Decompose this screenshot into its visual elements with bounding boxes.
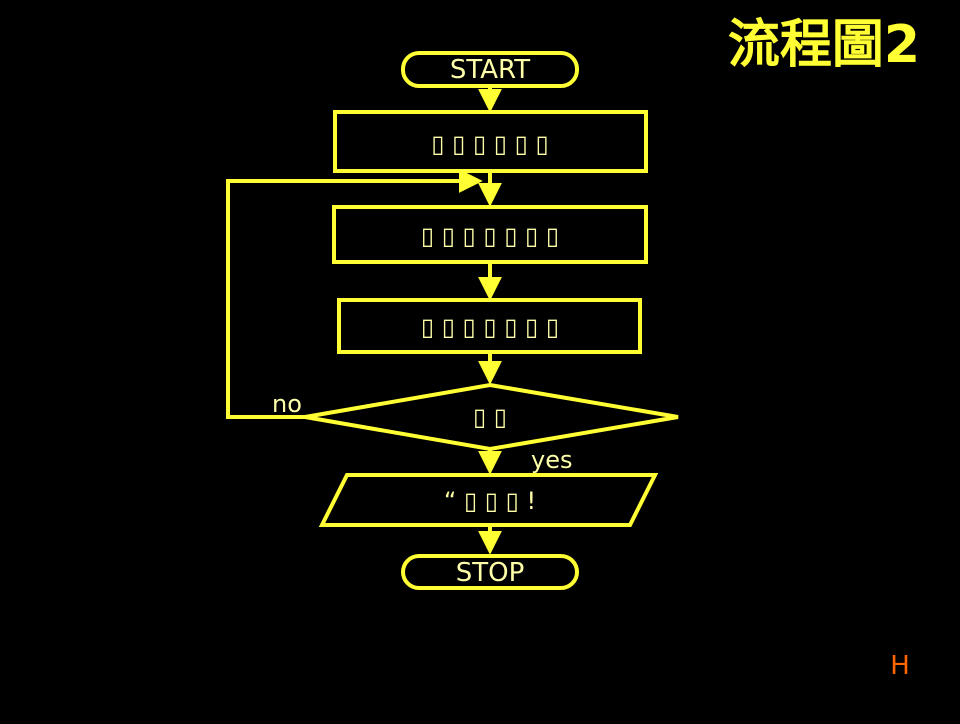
output-label: “ ▯ ▯ ▯ ! bbox=[444, 487, 536, 515]
process-2-label: ▯ ▯ ▯ ▯ ▯ ▯ ▯ bbox=[421, 222, 559, 250]
loop-back-line bbox=[226, 169, 483, 419]
corner-mark: H bbox=[890, 651, 910, 681]
process-3-label: ▯ ▯ ▯ ▯ ▯ ▯ ▯ bbox=[421, 313, 559, 341]
process-1-label: ▯ ▯ ▯ ▯ ▯ ▯ bbox=[431, 130, 548, 158]
start-label: START bbox=[450, 55, 530, 85]
decision-label: ▯ ▯ bbox=[473, 403, 507, 431]
yes-label: yes bbox=[531, 446, 572, 474]
stop-terminal bbox=[401, 554, 579, 590]
output-parallelogram bbox=[318, 473, 659, 527]
no-label: no bbox=[272, 390, 302, 418]
stop-label: STOP bbox=[456, 558, 525, 588]
page-title: 流程圖2 bbox=[727, 15, 920, 75]
